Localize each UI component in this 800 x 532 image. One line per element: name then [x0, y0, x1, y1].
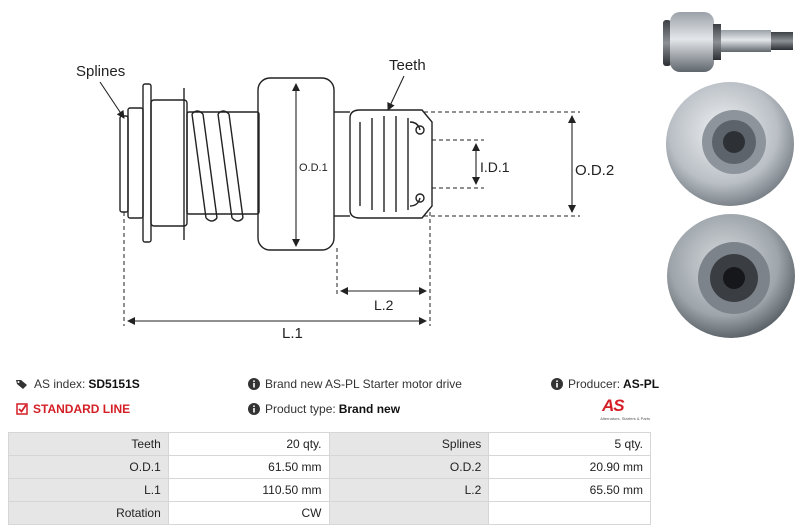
spec-label: [328, 501, 490, 525]
l2-label: L.2: [374, 297, 394, 313]
product-type-label: Product type:: [265, 402, 336, 416]
info-icon: [248, 378, 260, 390]
info-icon: [248, 403, 260, 415]
spec-value: 61.50 mm: [167, 455, 330, 479]
technical-drawing: Splines Teeth O.D.1 I.D.1 O.D.2 L.2 L.1: [76, 57, 614, 342]
specification-table: Teeth 20 qty. Splines 5 qty. O.D.1 61.50…: [8, 432, 651, 525]
checkbox-icon: [16, 403, 28, 415]
splines-label: Splines: [76, 63, 125, 80]
spec-label: L.1: [8, 478, 169, 502]
as-index-label: AS index:: [34, 377, 86, 391]
table-row: Rotation CW: [8, 501, 651, 525]
spec-value: 65.50 mm: [488, 478, 651, 502]
description-text: Brand new AS-PL Starter motor drive: [265, 377, 462, 391]
spec-label: L.2: [328, 478, 490, 502]
spec-label: Rotation: [8, 501, 169, 525]
flange-plate: [142, 83, 152, 243]
spec-label: O.D.2: [328, 455, 490, 479]
id1-label: I.D.1: [480, 159, 510, 175]
producer: Producer: AS-PL: [551, 377, 659, 391]
logo-tagline: Alternators, Starters & Parts: [600, 416, 650, 421]
spec-value: CW: [167, 501, 330, 525]
producer-value: AS-PL: [623, 377, 660, 391]
spring-coil: [186, 110, 260, 222]
table-row: L.1 110.50 mm L.2 65.50 mm: [8, 478, 651, 502]
spec-value: 5 qty.: [488, 432, 651, 456]
description: Brand new AS-PL Starter motor drive: [248, 377, 462, 391]
spec-label: O.D.1: [8, 455, 169, 479]
teeth-leader: [387, 75, 405, 111]
l1-label: L.1: [282, 325, 303, 342]
standard-line-text: STANDARD LINE: [33, 402, 131, 416]
spec-value: [488, 501, 651, 525]
info-icon: [551, 378, 563, 390]
logo-mark: AS: [602, 396, 625, 415]
product-type: Product type: Brand new: [248, 402, 400, 416]
product-type-value: Brand new: [338, 402, 401, 416]
od2-label: O.D.2: [575, 162, 614, 179]
teeth-label: Teeth: [389, 57, 426, 74]
flange-ring: [150, 99, 188, 227]
producer-label: Producer:: [568, 377, 621, 391]
pinion-gear: [349, 109, 433, 219]
spec-label: Splines: [328, 432, 490, 456]
table-row: O.D.1 61.50 mm O.D.2 20.90 mm: [8, 455, 651, 479]
spec-label: Teeth: [8, 432, 169, 456]
product-photo-back: [667, 214, 795, 338]
product-photo-front: [666, 82, 794, 206]
housing-body: [257, 77, 335, 251]
spec-value: 20 qty.: [167, 432, 330, 456]
splines-leader: [99, 81, 125, 119]
od1-label: O.D.1: [299, 162, 328, 174]
standard-line-badge: STANDARD LINE: [16, 402, 130, 416]
product-photo-side: [663, 12, 793, 72]
spec-value: 20.90 mm: [488, 455, 651, 479]
tags-icon: [16, 379, 27, 389]
table-row: Teeth 20 qty. Splines 5 qty.: [8, 432, 651, 456]
spec-value: 110.50 mm: [167, 478, 330, 502]
as-pl-logo: AS Alternators, Starters & Parts: [584, 396, 650, 424]
as-index-value: SD5151S: [88, 377, 140, 391]
as-index: AS index: SD5151S: [16, 377, 140, 391]
